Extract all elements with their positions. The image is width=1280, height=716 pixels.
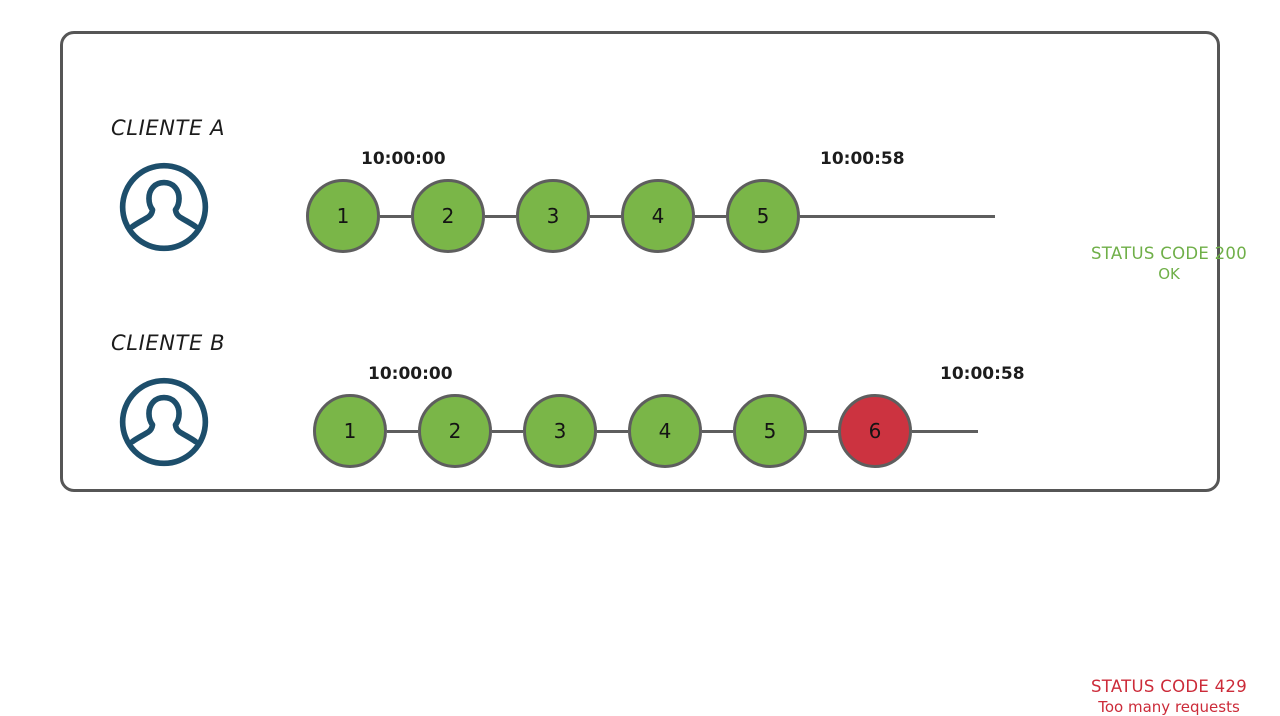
request-node[interactable]: 2 [411,179,485,253]
diagram-frame: CLIENTE A 10:00:00 10:00:58 1 2 3 4 [60,31,1247,716]
status-badge-b: STATUS CODE 429 Too many requests [1091,677,1247,716]
timestamp-end-b: 10:00:58 [940,364,1025,384]
status-code-line: STATUS CODE 200 [1091,244,1248,263]
connector-line [492,429,523,433]
status-message-line: OK [1158,264,1180,283]
request-track-a: 1 2 3 4 5 [306,176,995,256]
status-code-line: STATUS CODE 429 [1091,677,1248,696]
request-node[interactable]: 5 [733,394,807,468]
request-node[interactable]: 4 [621,179,695,253]
diagram-canvas: CLIENTE A 10:00:00 10:00:58 1 2 3 4 [60,31,1247,716]
person-avatar-icon [117,375,211,469]
request-node[interactable]: 5 [726,179,800,253]
connector-line [702,429,733,433]
request-node[interactable]: 4 [628,394,702,468]
connector-line [695,214,726,218]
connector-line [807,429,838,433]
client-label-b: CLIENTE B [111,331,226,355]
tail-line [800,214,995,218]
timestamp-start-b: 10:00:00 [368,364,453,384]
request-node-error[interactable]: 6 [838,394,912,468]
status-badge-a: STATUS CODE 200 OK [1091,244,1247,283]
request-node[interactable]: 3 [516,179,590,253]
connector-line [597,429,628,433]
connector-line [380,214,411,218]
connector-line [485,214,516,218]
request-node[interactable]: 2 [418,394,492,468]
request-track-b: 1 2 3 4 5 6 [313,391,978,471]
request-node[interactable]: 1 [313,394,387,468]
tail-line [912,429,978,433]
status-message-line: Too many requests [1098,697,1240,716]
timestamp-end-a: 10:00:58 [820,149,905,169]
connector-line [387,429,418,433]
connector-line [590,214,621,218]
client-label-a: CLIENTE A [111,116,226,140]
request-node[interactable]: 1 [306,179,380,253]
timestamp-start-a: 10:00:00 [361,149,446,169]
request-node[interactable]: 3 [523,394,597,468]
person-avatar-icon [117,160,211,254]
